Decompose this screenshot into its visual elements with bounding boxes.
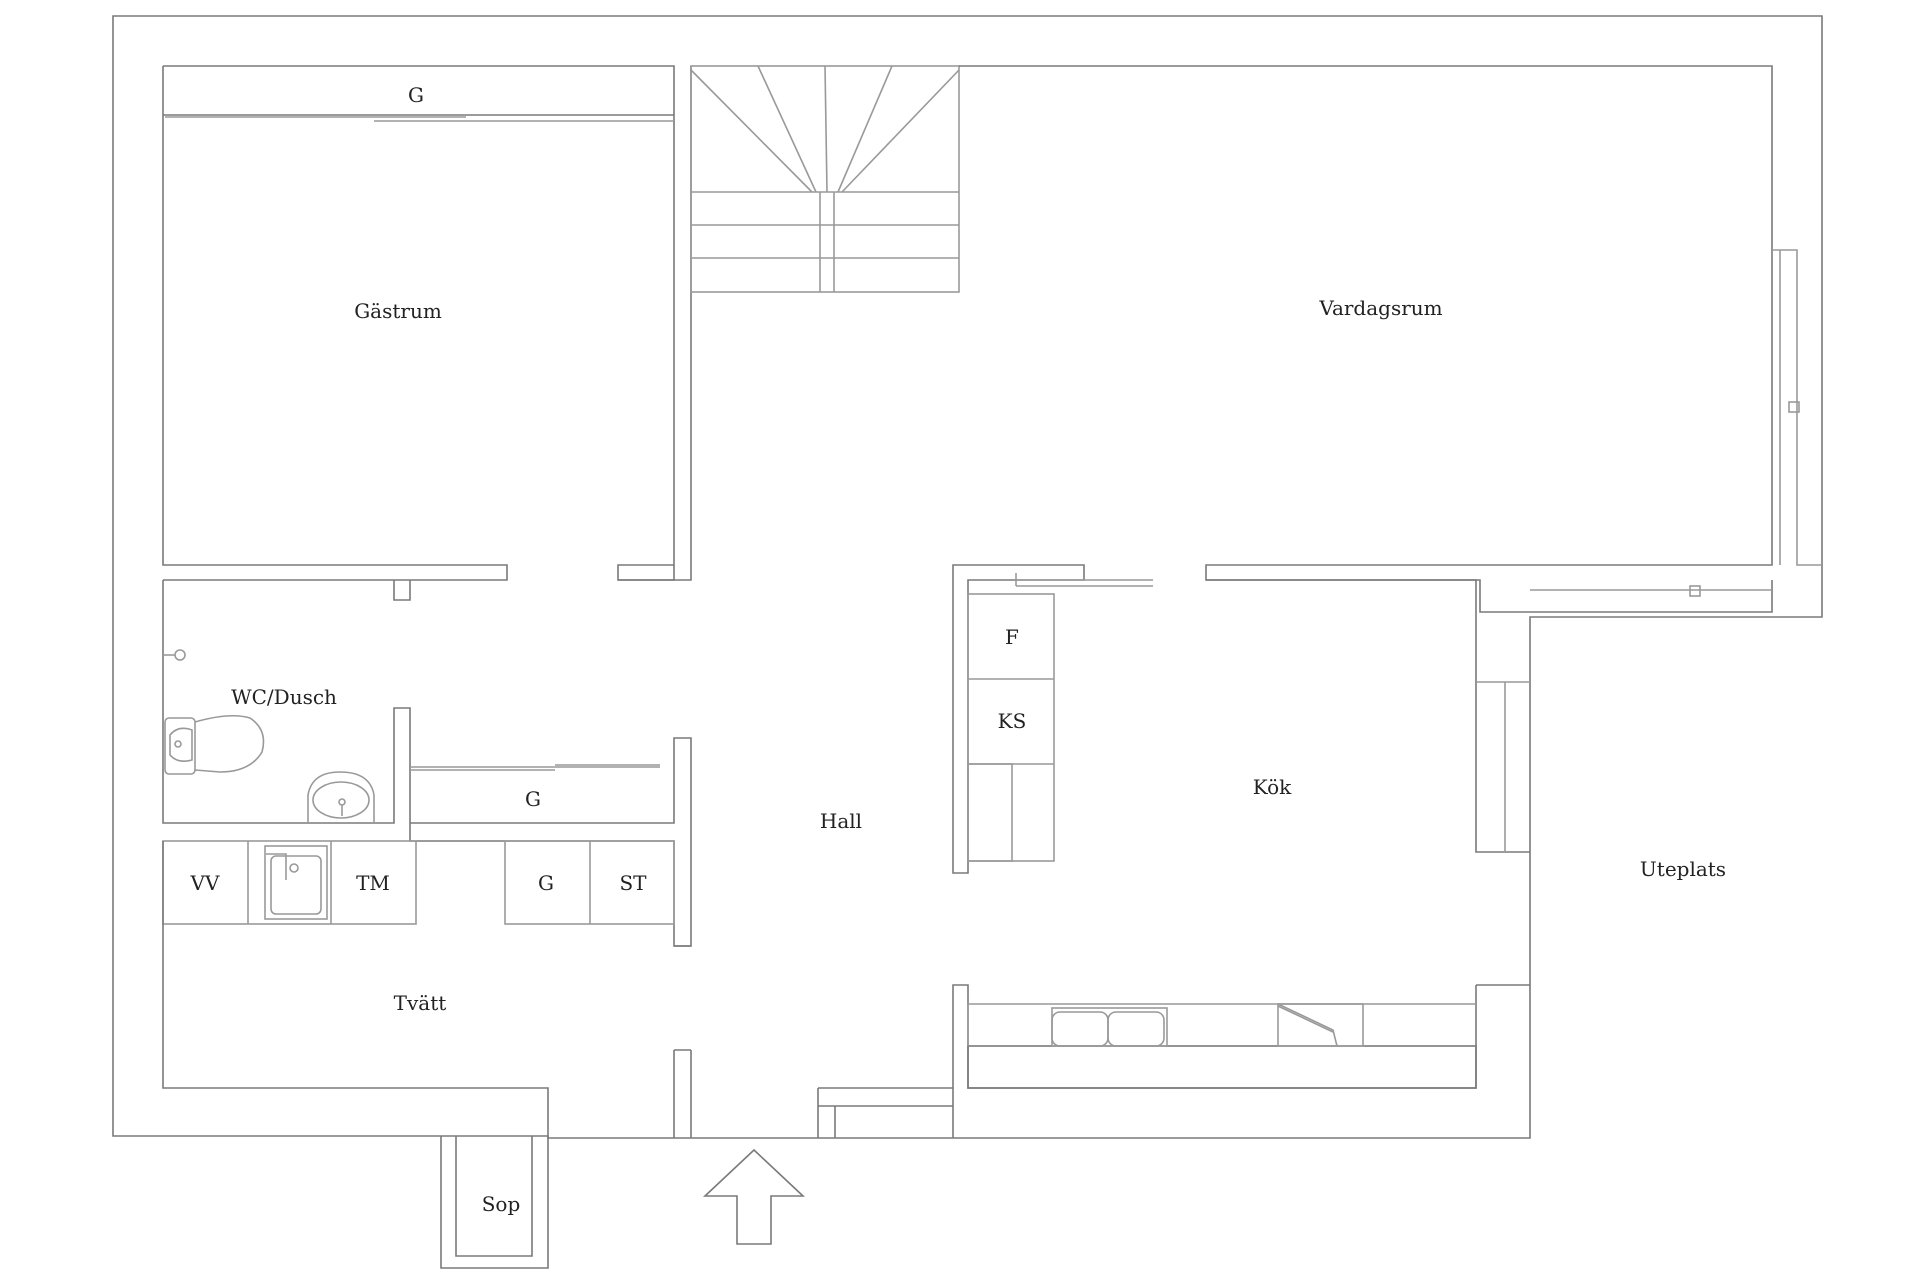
label-vardagsrum: Vardagsrum <box>1318 296 1442 320</box>
wc-walls <box>162 580 692 947</box>
shower-head <box>163 649 186 661</box>
laundry-cabinets <box>162 840 675 925</box>
entrance-arrow-icon <box>702 1148 806 1245</box>
kitchen-counter <box>967 1003 1477 1089</box>
vardagsrum-walls <box>959 65 1773 613</box>
label-gastrum: Gästrum <box>354 299 442 323</box>
entrance-left-wall <box>673 1049 692 1138</box>
outer-wall <box>112 15 1823 1139</box>
entrance-wall <box>817 1087 953 1138</box>
laundry-sink <box>264 845 328 920</box>
fridge-column <box>967 593 1055 862</box>
label-vv: VV <box>190 871 220 895</box>
gastrum-walls <box>162 65 675 581</box>
label-kok: Kök <box>1253 775 1292 799</box>
kitchen-stove <box>1277 1003 1364 1047</box>
wc-wardrobe <box>410 764 660 771</box>
label-g-tvatt: G <box>538 871 554 895</box>
label-hall: Hall <box>820 809 862 833</box>
balcony-latch <box>1689 585 1701 597</box>
label-tvatt: Tvätt <box>394 991 447 1015</box>
label-wc-dusch: WC/Dusch <box>231 685 337 709</box>
vardagsrum-window <box>1772 249 1822 566</box>
kitchen-entry-wall <box>952 564 1085 874</box>
washbasin <box>307 771 375 823</box>
tvatt-walls <box>162 841 549 1269</box>
label-f: F <box>1005 625 1019 649</box>
window-latch <box>1788 401 1800 413</box>
label-g-wc: G <box>525 787 541 811</box>
toilet <box>164 714 265 775</box>
label-g-gastrum: G <box>408 83 424 107</box>
label-sop: Sop <box>482 1192 521 1216</box>
label-tm: TM <box>356 871 390 895</box>
label-uteplats: Uteplats <box>1640 857 1726 881</box>
label-st: ST <box>619 871 647 895</box>
kitchen-sink <box>1051 1007 1168 1047</box>
label-ks: KS <box>998 709 1027 733</box>
staircase <box>690 65 960 293</box>
kitchen-right-wall <box>1206 579 1530 853</box>
hall-left-wall <box>618 66 692 581</box>
kitchen-window <box>1476 681 1530 852</box>
kitchen-lower-wall <box>952 984 1530 1138</box>
